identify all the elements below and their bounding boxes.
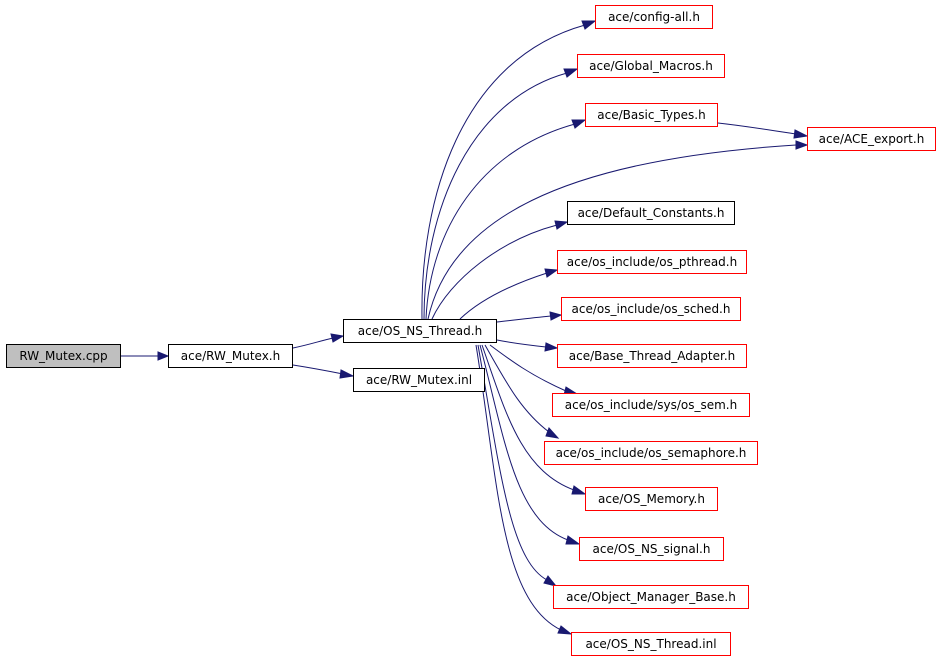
node-os-sem-h[interactable]: ace/os_include/sys/os_sem.h (552, 393, 750, 417)
edge-to-ace-export (427, 144, 797, 320)
node-rw-mutex-inl[interactable]: ace/RW_Mutex.inl (353, 368, 485, 392)
arrowhead (557, 625, 573, 635)
edge-to-base-thread-adapter (496, 339, 547, 348)
arrowhead (339, 369, 355, 379)
node-ace-export-h[interactable]: ace/ACE_export.h (807, 127, 936, 151)
node-object-manager-base-h[interactable]: ace/Object_Manager_Base.h (553, 585, 749, 609)
arrowhead (544, 268, 559, 278)
arrowhead (563, 68, 579, 78)
edge-basic-types-to-ace-export (717, 122, 797, 135)
node-os-ns-signal-h[interactable]: ace/OS_NS_signal.h (579, 537, 724, 561)
edge-to-os-pthread (459, 272, 548, 320)
edge-to-os-ns-thread-inl (475, 344, 562, 631)
edge-rw-mutex-h-to-rw-mutex-inl (292, 364, 344, 375)
node-basic-types-h[interactable]: ace/Basic_Types.h (585, 103, 718, 127)
edge-to-os-ns-signal (479, 344, 569, 541)
arrowhead (571, 485, 587, 495)
node-rw-mutex-cpp: RW_Mutex.cpp (6, 344, 121, 368)
arrowhead (330, 333, 345, 343)
node-os-ns-thread-h[interactable]: ace/OS_NS_Thread.h (343, 319, 497, 343)
edge-to-os-sem (489, 344, 567, 392)
node-os-memory-h[interactable]: ace/OS_Memory.h (585, 487, 718, 511)
node-os-semaphore-h[interactable]: ace/os_include/os_semaphore.h (544, 441, 758, 465)
edge-rw-mutex-h-to-os-ns-thread-h (292, 337, 334, 349)
node-config-all-h[interactable]: ace/config-all.h (595, 5, 713, 29)
arrowhead (793, 129, 809, 139)
node-default-constants-h[interactable]: ace/Default_Constants.h (567, 201, 735, 225)
edge-to-os-sched (496, 315, 552, 323)
arrowhead (795, 140, 809, 150)
edge-to-config-all (421, 24, 586, 320)
edge-to-global-macros (423, 72, 568, 320)
node-os-pthread-h[interactable]: ace/os_include/os_pthread.h (557, 250, 747, 274)
arrowhead (554, 220, 569, 230)
node-global-macros-h[interactable]: ace/Global_Macros.h (577, 54, 725, 78)
node-base-thread-adapter-h[interactable]: ace/Base_Thread_Adapter.h (557, 344, 747, 368)
edge-to-object-manager-base (477, 344, 548, 581)
arrowhead (545, 427, 560, 439)
arrowhead (543, 575, 558, 587)
node-os-sched-h[interactable]: ace/os_include/os_sched.h (561, 297, 741, 321)
edge-to-os-semaphore (484, 344, 550, 433)
arrowhead (549, 311, 563, 321)
node-rw-mutex-h[interactable]: ace/RW_Mutex.h (168, 344, 293, 368)
arrowhead (571, 119, 587, 129)
arrowhead (565, 535, 581, 545)
edge-to-default-constants (431, 224, 558, 320)
edge-to-os-memory (481, 344, 575, 491)
arrowhead (544, 342, 559, 352)
arrowhead (157, 351, 170, 361)
edge-to-basic-types (425, 123, 576, 320)
arrowhead (581, 20, 597, 30)
node-os-ns-thread-inl[interactable]: ace/OS_NS_Thread.inl (571, 632, 731, 656)
